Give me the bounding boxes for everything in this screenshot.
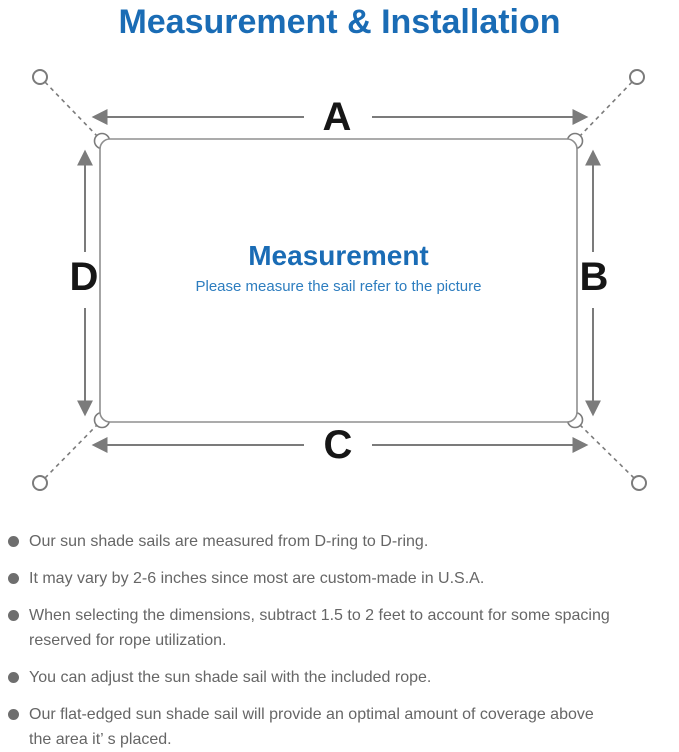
anchor-point-top-right	[629, 69, 645, 85]
note-text: When selecting the dimensions, subtract …	[29, 607, 610, 649]
rope-line-top-left	[44, 81, 99, 138]
measurement-caption: Measurement Please measure the sail refe…	[100, 240, 577, 296]
dimension-label-left: D	[69, 254, 99, 299]
note-item: It may vary by 2-6 inches since most are…	[4, 566, 671, 591]
bullet-icon	[8, 672, 19, 683]
note-item: Our sun shade sails are measured from D-…	[4, 529, 671, 554]
anchor-point-top-left	[32, 69, 48, 85]
measurement-diagram: A B C D Measurement Please measure the s…	[0, 55, 679, 515]
dimension-label-right: B	[579, 254, 609, 299]
page-title: Measurement & Installation	[118, 3, 561, 41]
note-text: Our sun shade sails are measured from D-…	[29, 533, 429, 550]
note-text: Our flat-edged sun shade sail will provi…	[29, 706, 594, 748]
diagram-canvas	[32, 69, 647, 491]
rope-line-bottom-right	[578, 423, 635, 479]
note-text: It may vary by 2-6 inches since most are…	[29, 570, 485, 587]
bullet-icon	[8, 610, 19, 621]
note-item: You can adjust the sun shade sail with t…	[4, 665, 671, 690]
sail-rectangle	[99, 138, 578, 423]
notes-list: Our sun shade sails are measured from D-…	[0, 515, 679, 752]
bullet-icon	[8, 573, 19, 584]
rope-line-bottom-left	[44, 423, 99, 479]
anchor-point-bottom-left	[32, 475, 48, 491]
bullet-icon	[8, 536, 19, 547]
note-item: Our flat-edged sun shade sail will provi…	[4, 702, 671, 752]
measurement-subheading: Please measure the sail refer to the pic…	[195, 278, 482, 295]
anchor-point-bottom-right	[631, 475, 647, 491]
bullet-icon	[8, 709, 19, 720]
rope-line-top-right	[578, 81, 633, 138]
dimension-label-bottom: C	[323, 422, 353, 467]
measurement-heading: Measurement	[248, 240, 429, 271]
dimension-label-top: A	[322, 94, 352, 139]
note-text: You can adjust the sun shade sail with t…	[29, 669, 432, 686]
note-item: When selecting the dimensions, subtract …	[4, 603, 671, 653]
